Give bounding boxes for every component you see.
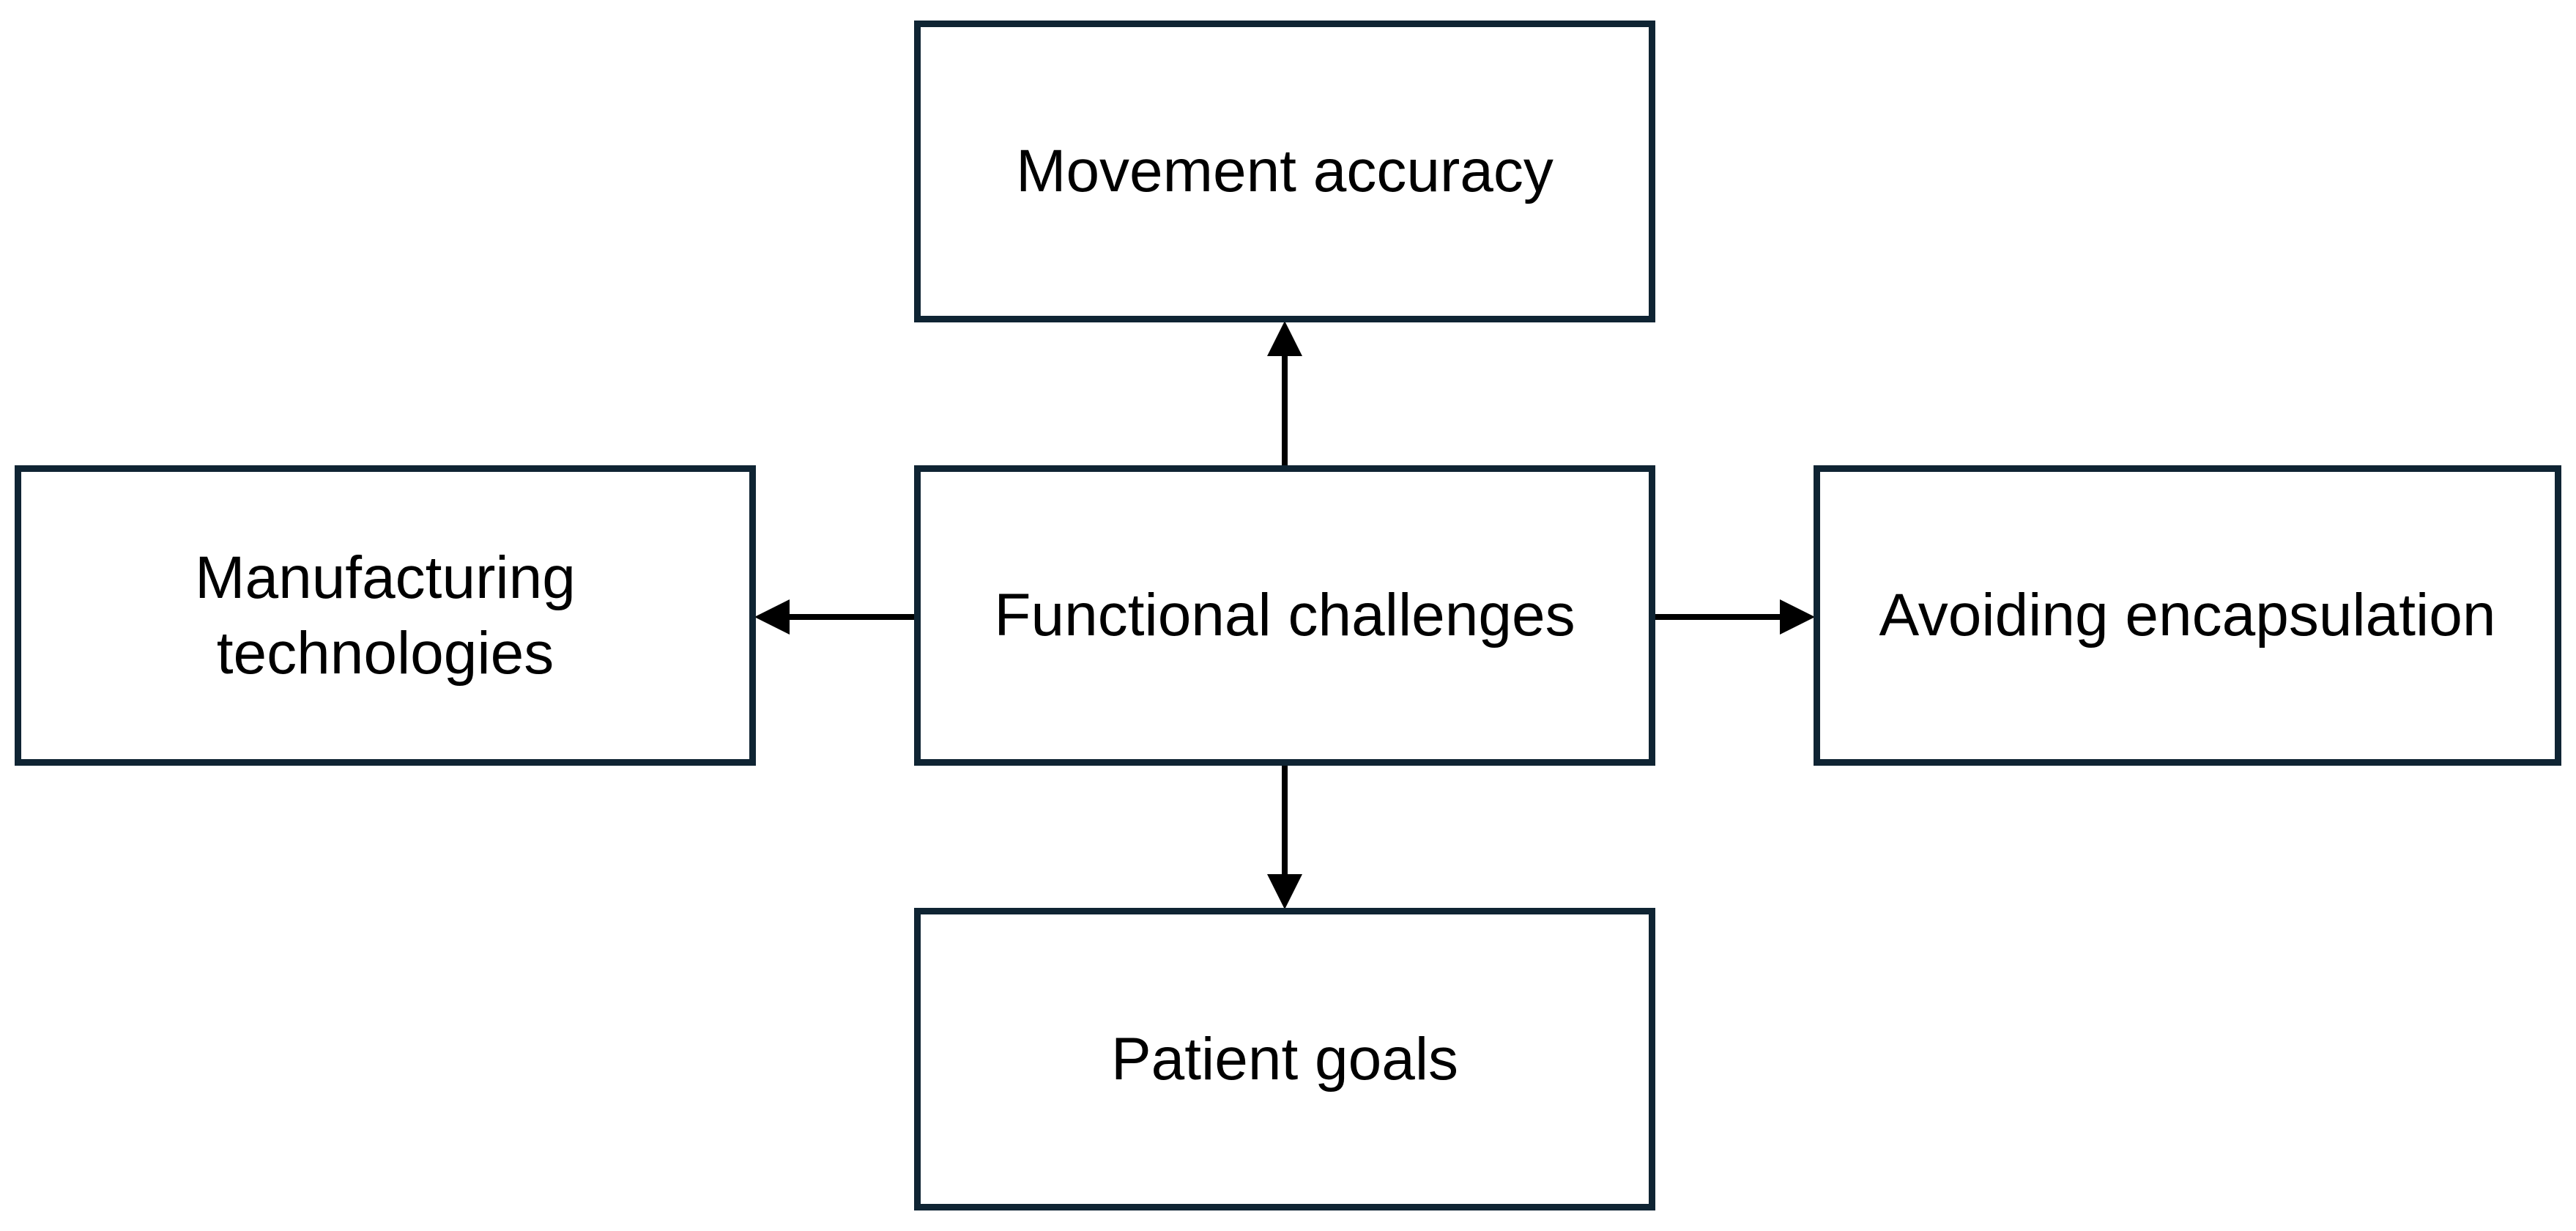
center-node-label: Functional challenges [994,582,1575,649]
node-label: Movement accuracy [1016,138,1554,205]
node-avoiding-encapsulation: Avoiding encapsulation [1814,465,2561,766]
node-label: Avoiding encapsulation [1879,582,2496,649]
node-label: Patient goals [1110,1025,1459,1093]
node-functional-challenges: Functional challenges [914,465,1655,766]
node-manufacturing-technologies: Manufacturing technologies [15,465,756,766]
node-label: Manufacturing technologies [195,544,576,687]
node-movement-accuracy: Movement accuracy [914,21,1655,322]
node-patient-goals: Patient goals [914,908,1655,1210]
